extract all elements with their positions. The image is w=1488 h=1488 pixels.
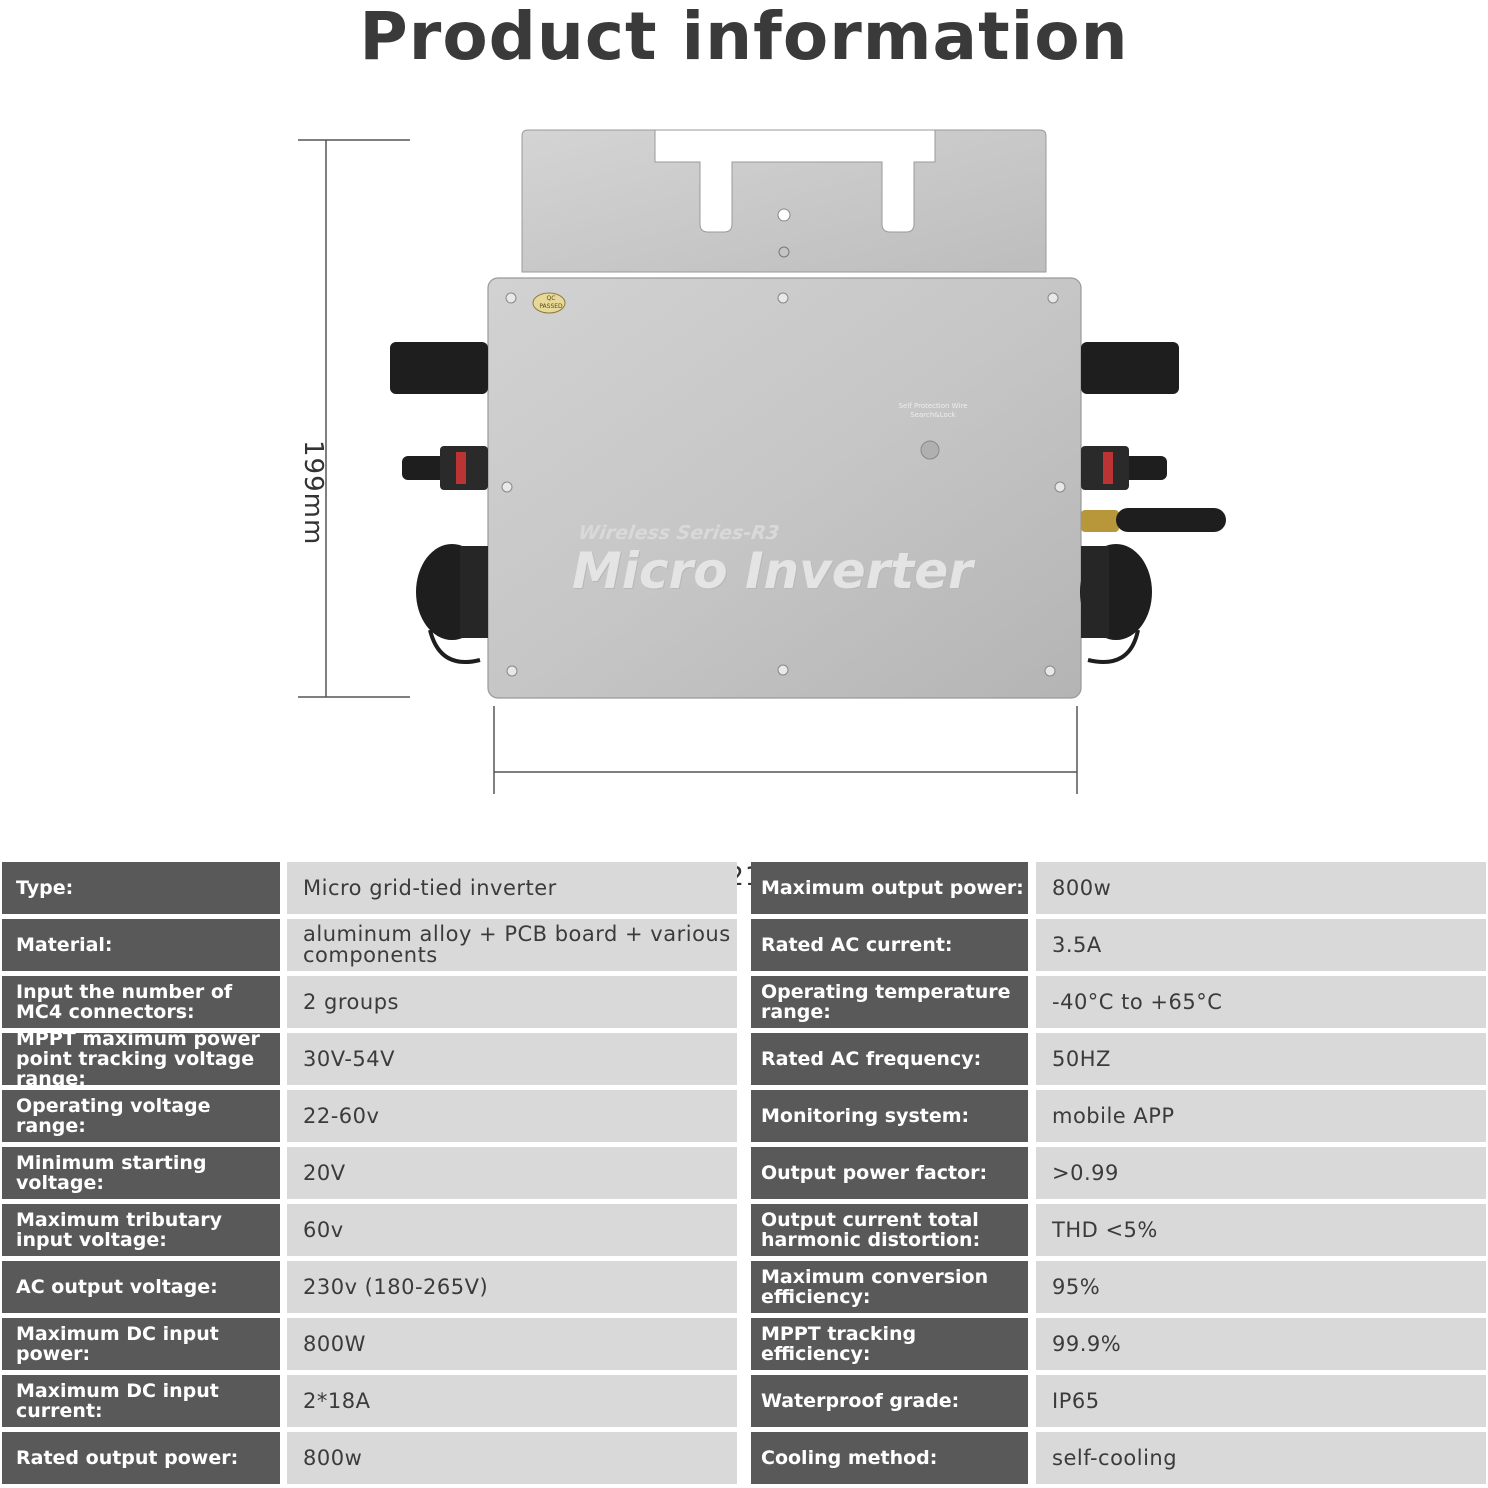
spec-value: THD <5% <box>1036 1204 1486 1256</box>
mounting-plate <box>521 129 1047 273</box>
spec-table: Type: Micro grid-tied inverter Maximum o… <box>0 860 1488 1488</box>
spec-label: Type: <box>2 862 280 914</box>
spec-value: 800w <box>1036 862 1486 914</box>
indicator-led <box>920 440 940 460</box>
inverter-body <box>487 277 1082 699</box>
spec-label: Rated AC current: <box>751 919 1028 971</box>
spec-row: Material: aluminum alloy + PCB board + v… <box>0 919 1488 971</box>
spec-row: Operating voltage range: 22-60v Monitori… <box>0 1090 1488 1142</box>
spec-label: Material: <box>2 919 280 971</box>
indicator-label: Self Protection Wire Search&Lock <box>898 402 968 419</box>
spec-label: Input the number of MC4 connectors: <box>2 976 280 1028</box>
width-dimension-line <box>493 706 1078 794</box>
spec-value: 2*18A <box>287 1375 737 1427</box>
height-dimension-label: 199mm <box>298 440 328 546</box>
spec-value: >0.99 <box>1036 1147 1486 1199</box>
left-connectors <box>390 342 488 664</box>
spec-row: AC output voltage: 230v (180-265V) Maxim… <box>0 1261 1488 1313</box>
spec-value: 95% <box>1036 1261 1486 1313</box>
spec-value: 800w <box>287 1432 737 1484</box>
spec-value: aluminum alloy + PCB board + various com… <box>287 919 737 971</box>
spec-value: -40°C to +65°C <box>1036 976 1486 1028</box>
right-connectors <box>1080 342 1226 664</box>
spec-value: 30V-54V <box>287 1033 737 1085</box>
spec-label: Maximum conversion efficiency: <box>751 1261 1028 1313</box>
spec-label: Maximum DC input current: <box>2 1375 280 1427</box>
spec-label: AC output voltage: <box>2 1261 280 1313</box>
spec-row: Maximum tributary input voltage: 60v Out… <box>0 1204 1488 1256</box>
spec-value: IP65 <box>1036 1375 1486 1427</box>
spec-value: 99.9% <box>1036 1318 1486 1370</box>
spec-row: Rated output power: 800w Cooling method:… <box>0 1432 1488 1484</box>
spec-label: Cooling method: <box>751 1432 1028 1484</box>
spec-value: 230v (180-265V) <box>287 1261 737 1313</box>
spec-value: 3.5A <box>1036 919 1486 971</box>
spec-label: Operating voltage range: <box>2 1090 280 1142</box>
height-dimension-line <box>298 139 410 698</box>
spec-value: 800W <box>287 1318 737 1370</box>
spec-value: self-cooling <box>1036 1432 1486 1484</box>
spec-value: 60v <box>287 1204 737 1256</box>
spec-value: 22-60v <box>287 1090 737 1142</box>
spec-label: Maximum output power: <box>751 862 1028 914</box>
spec-row: MPPT maximum power point tracking voltag… <box>0 1033 1488 1085</box>
spec-label: MPPT maximum power point tracking voltag… <box>2 1033 280 1085</box>
spec-label: Monitoring system: <box>751 1090 1028 1142</box>
spec-row: Input the number of MC4 connectors: 2 gr… <box>0 976 1488 1028</box>
spec-label: Minimum starting voltage: <box>2 1147 280 1199</box>
spec-label: MPPT tracking efficiency: <box>751 1318 1028 1370</box>
spec-row: Maximum DC input current: 2*18A Waterpro… <box>0 1375 1488 1427</box>
spec-value: 20V <box>287 1147 737 1199</box>
device-name-label: Micro Inverter <box>572 542 973 600</box>
spec-label: Operating temperature range: <box>751 976 1028 1028</box>
spec-label: Rated AC frequency: <box>751 1033 1028 1085</box>
inverter-illustration <box>298 129 1226 794</box>
spec-row: Maximum DC input power: 800W MPPT tracki… <box>0 1318 1488 1370</box>
page-title: Product information <box>359 0 1129 75</box>
spec-label: Maximum tributary input voltage: <box>2 1204 280 1256</box>
qc-badge <box>532 292 566 314</box>
spec-label: Output current total harmonic distortion… <box>751 1204 1028 1256</box>
spec-label: Output power factor: <box>751 1147 1028 1199</box>
spec-row: Type: Micro grid-tied inverter Maximum o… <box>0 862 1488 914</box>
spec-value: mobile APP <box>1036 1090 1486 1142</box>
spec-label: Waterproof grade: <box>751 1375 1028 1427</box>
spec-value: 2 groups <box>287 976 737 1028</box>
spec-label: Rated output power: <box>2 1432 280 1484</box>
spec-row: Minimum starting voltage: 20V Output pow… <box>0 1147 1488 1199</box>
spec-value: Micro grid-tied inverter <box>287 862 737 914</box>
product-figure: 199mm 210mm Wireless Series-R3 Micro Inv… <box>0 80 1488 892</box>
spec-label: Maximum DC input power: <box>2 1318 280 1370</box>
qc-badge-label: QC PASSED <box>539 295 563 310</box>
spec-value: 50HZ <box>1036 1033 1486 1085</box>
